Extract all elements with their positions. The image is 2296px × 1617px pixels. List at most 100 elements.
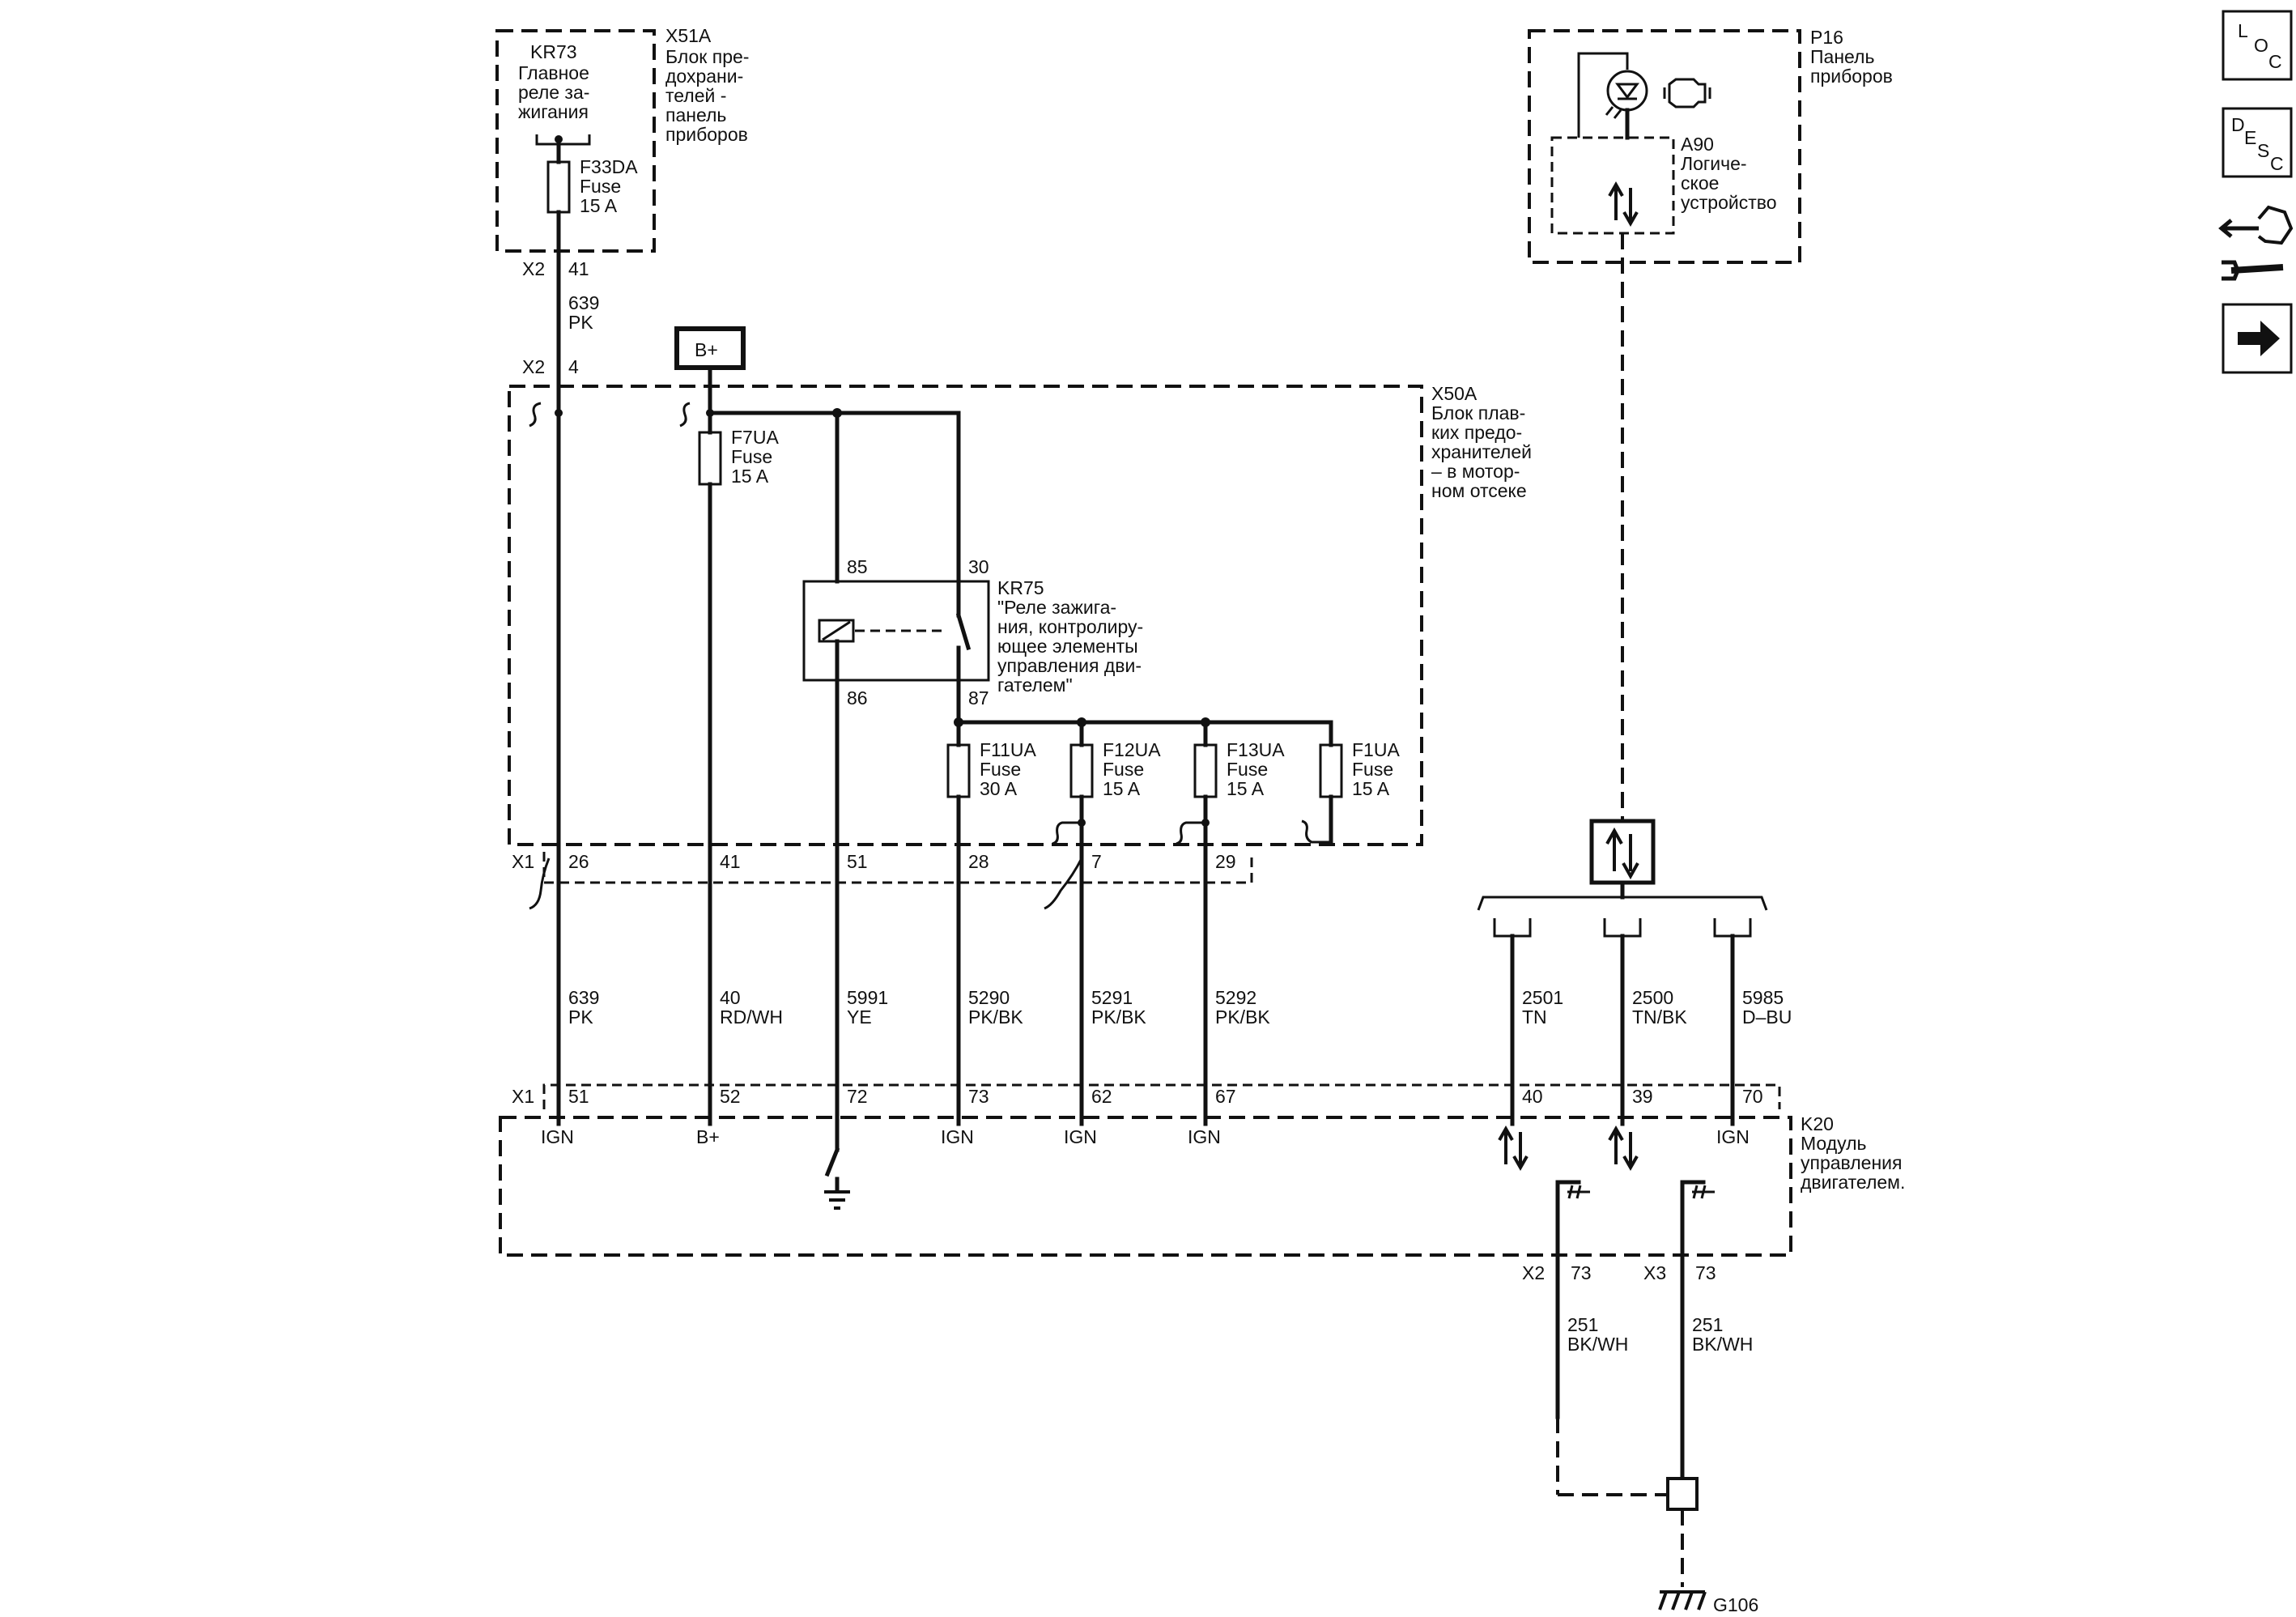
serial-data-splice <box>1589 819 1656 885</box>
svg-text:F33DA: F33DA <box>580 156 638 177</box>
wire-5290-label: 5290 PK/BK <box>968 987 1023 1028</box>
a90-label: A90 Логиче- ское устройство <box>1681 134 1777 213</box>
svg-text:30 A: 30 A <box>980 778 1018 799</box>
f1ua-fuse <box>1319 743 1343 798</box>
location-letter-l: L <box>2238 20 2248 41</box>
k20-pin-40: 40 <box>1522 1086 1543 1107</box>
svg-text:Панель: Панель <box>1810 46 1874 67</box>
serial-terminals <box>1493 918 1752 938</box>
kr75-coil-icon <box>818 619 855 643</box>
svg-text:жигания: жигания <box>518 101 589 122</box>
svg-text:5991: 5991 <box>847 987 888 1008</box>
k20-x3-connector-label: X3 <box>1643 1262 1666 1283</box>
wire-639-top-label: 639 PK <box>568 292 599 333</box>
svg-text:F7UA: F7UA <box>731 427 779 448</box>
svg-text:X51A: X51A <box>665 25 712 46</box>
description-letter-s: S <box>2257 140 2269 161</box>
f7ua-fuse <box>698 431 722 486</box>
svg-text:F11UA: F11UA <box>980 739 1037 760</box>
x51a-pin-41: 41 <box>568 258 589 279</box>
svg-text:K20: K20 <box>1801 1113 1834 1134</box>
wire-639-label: 639 PK <box>568 987 599 1028</box>
f33da-fuse <box>546 160 571 214</box>
svg-text:гателем": гателем" <box>997 674 1073 696</box>
svg-text:KR75: KR75 <box>997 577 1044 598</box>
svg-text:Блок пре-: Блок пре- <box>665 46 749 67</box>
wire-5985-label: 5985 D–BU <box>1742 987 1792 1028</box>
svg-text:15 A: 15 A <box>1227 778 1265 799</box>
description-letter-c: C <box>2270 153 2284 174</box>
location-button[interactable]: L O C <box>2222 10 2293 81</box>
k20-fn-62: IGN <box>1064 1126 1097 1147</box>
svg-text:Логиче-: Логиче- <box>1681 153 1747 174</box>
svg-text:TN: TN <box>1522 1006 1547 1028</box>
svg-text:ское: ское <box>1681 172 1719 194</box>
svg-text:BK/WH: BK/WH <box>1692 1334 1753 1355</box>
svg-text:639: 639 <box>568 987 599 1008</box>
connector-view-button[interactable] <box>2218 205 2294 281</box>
x1-pin-28: 28 <box>968 851 989 872</box>
arrow-right-icon <box>2238 321 2280 356</box>
svg-text:Fuse: Fuse <box>580 176 621 197</box>
svg-text:15 A: 15 A <box>731 466 769 487</box>
svg-text:KR73: KR73 <box>530 41 577 62</box>
svg-text:5985: 5985 <box>1742 987 1784 1008</box>
k20-pin-70: 70 <box>1742 1086 1763 1107</box>
x2-pin-4: 4 <box>568 356 579 377</box>
svg-text:управления: управления <box>1801 1152 1902 1173</box>
k20-fn-52: B+ <box>696 1126 720 1147</box>
svg-text:Fuse: Fuse <box>1352 759 1393 780</box>
k20-x2-ground-symbol <box>1555 1180 1590 1209</box>
svg-text:Fuse: Fuse <box>731 446 772 467</box>
kr75-pin-87: 87 <box>968 687 989 709</box>
svg-text:2500: 2500 <box>1632 987 1673 1008</box>
svg-text:телей -: телей - <box>665 85 726 106</box>
svg-text:реле за-: реле за- <box>518 82 589 103</box>
svg-text:приборов: приборов <box>1810 66 1893 87</box>
wire-5291-label: 5291 PK/BK <box>1091 987 1146 1028</box>
svg-text:40: 40 <box>720 987 741 1008</box>
svg-text:Fuse: Fuse <box>1227 759 1268 780</box>
svg-text:15 A: 15 A <box>1103 778 1141 799</box>
f12ua-label: F12UA Fuse 15 A <box>1103 739 1161 799</box>
k20-pin-62: 62 <box>1091 1086 1112 1107</box>
description-letter-e: E <box>2244 127 2256 148</box>
k20-pin-52: 52 <box>720 1086 741 1107</box>
svg-text:5290: 5290 <box>968 987 1010 1008</box>
wire-2501-label: 2501 TN <box>1522 987 1563 1028</box>
p16-label: P16 Панель приборов <box>1810 27 1893 87</box>
a90-data-arrows-icon <box>1608 181 1639 228</box>
kr75-label: KR75 "Реле зажига- ния, контролиру- ющее… <box>997 577 1143 696</box>
description-button[interactable]: D E S C <box>2222 107 2293 178</box>
kr73-label: KR73 Главное реле за- жигания <box>518 41 589 122</box>
f13ua-label: F13UA Fuse 15 A <box>1227 739 1285 799</box>
svg-text:Модуль: Модуль <box>1801 1133 1867 1154</box>
k20-x2-pin-73: 73 <box>1571 1262 1592 1283</box>
svg-text:ких предо-: ких предо- <box>1431 422 1522 443</box>
kr75-switch-contact <box>955 612 972 651</box>
k20-internal-ground-icon <box>824 1147 850 1210</box>
location-letter-c: C <box>2268 51 2282 72</box>
svg-text:2501: 2501 <box>1522 987 1563 1008</box>
x50a-boundary <box>508 385 1423 846</box>
k20-x3-ground-symbol <box>1680 1180 1715 1209</box>
x51a-boundary <box>495 29 656 253</box>
svg-text:15 A: 15 A <box>1352 778 1390 799</box>
svg-text:PK/BK: PK/BK <box>1215 1006 1270 1028</box>
x1-pin-41: 41 <box>720 851 741 872</box>
svg-text:ном отсеке: ном отсеке <box>1431 480 1527 501</box>
kr75-pin-85: 85 <box>847 556 868 577</box>
wire-40-label: 40 RD/WH <box>720 987 783 1028</box>
svg-text:P16: P16 <box>1810 27 1843 48</box>
svg-text:5291: 5291 <box>1091 987 1133 1008</box>
ground-label: G106 <box>1713 1594 1758 1615</box>
svg-text:устройство: устройство <box>1681 192 1777 213</box>
svg-text:PK: PK <box>568 312 593 333</box>
svg-text:15 A: 15 A <box>580 195 618 216</box>
description-letter-d: D <box>2231 114 2245 135</box>
x2-connector-label-b: X2 <box>522 356 545 377</box>
k20-label: K20 Модуль управления двигателем. <box>1801 1113 1905 1193</box>
x2-connector-label: X2 <box>522 258 545 279</box>
next-page-button[interactable] <box>2222 303 2293 374</box>
svg-text:639: 639 <box>568 292 599 313</box>
